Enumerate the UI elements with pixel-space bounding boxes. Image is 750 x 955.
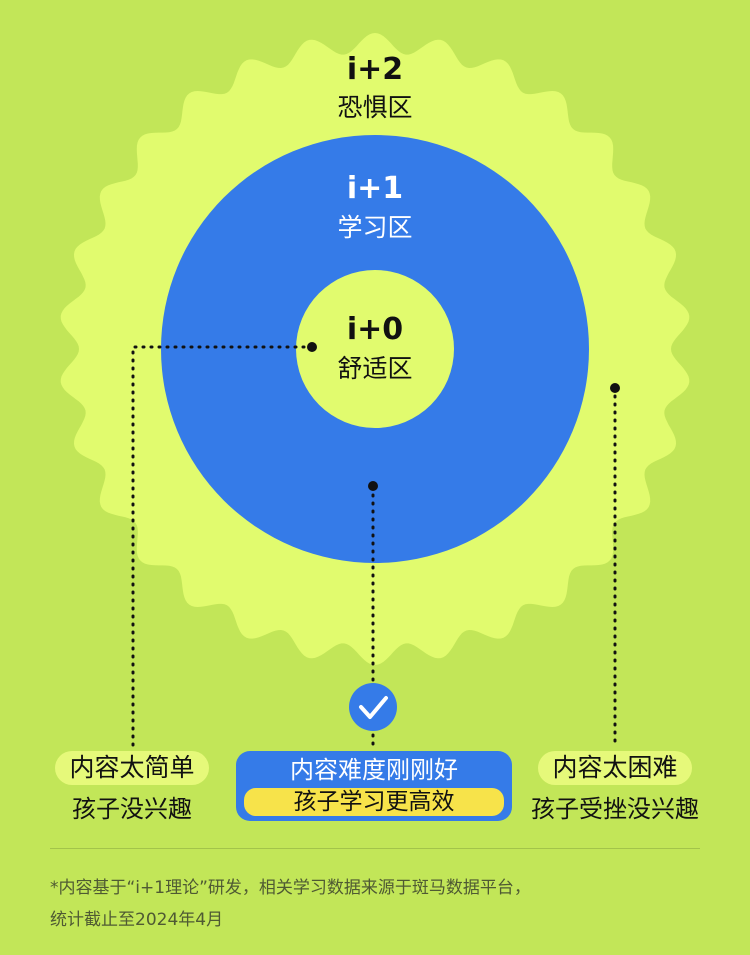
leader-dot-left <box>307 342 317 352</box>
footnote-line-1: *内容基于“i+1理论”研发，相关学习数据来源于斑马数据平台， <box>50 878 531 898</box>
callout-just-right: 内容难度刚刚好 孩子学习更高效 <box>236 751 512 821</box>
footnote-line-2: 统计截止至2024年4月 <box>50 910 224 930</box>
check-circle-icon <box>349 683 397 731</box>
callout-just-right-highlight: 孩子学习更高效 <box>244 788 504 816</box>
leader-dot-right <box>610 383 620 393</box>
comfort-zone-label: 舒适区 <box>337 354 412 383</box>
callout-too-easy-title: 内容太简单 <box>55 751 209 785</box>
learning-zone-code: i+1 <box>347 171 403 206</box>
callout-too-easy: 内容太简单 孩子没兴趣 <box>42 751 222 824</box>
callout-too-easy-subtitle: 孩子没兴趣 <box>72 795 192 823</box>
divider <box>50 848 700 849</box>
callout-just-right-title: 内容难度刚刚好 <box>290 756 458 784</box>
callout-too-hard-title: 内容太困难 <box>538 751 692 785</box>
comfort-zone-shape <box>296 270 454 428</box>
fear-zone-code: i+2 <box>347 52 403 87</box>
fear-zone-label: 恐惧区 <box>337 93 412 122</box>
callout-too-hard: 内容太困难 孩子受挫没兴趣 <box>515 751 715 824</box>
comfort-zone-code: i+0 <box>347 312 403 347</box>
footnote: *内容基于“i+1理论”研发，相关学习数据来源于斑马数据平台， 统计截止至202… <box>50 872 710 936</box>
leader-dot-center <box>368 481 378 491</box>
learning-zone-label: 学习区 <box>337 213 412 242</box>
callout-too-hard-subtitle: 孩子受挫没兴趣 <box>531 795 699 823</box>
